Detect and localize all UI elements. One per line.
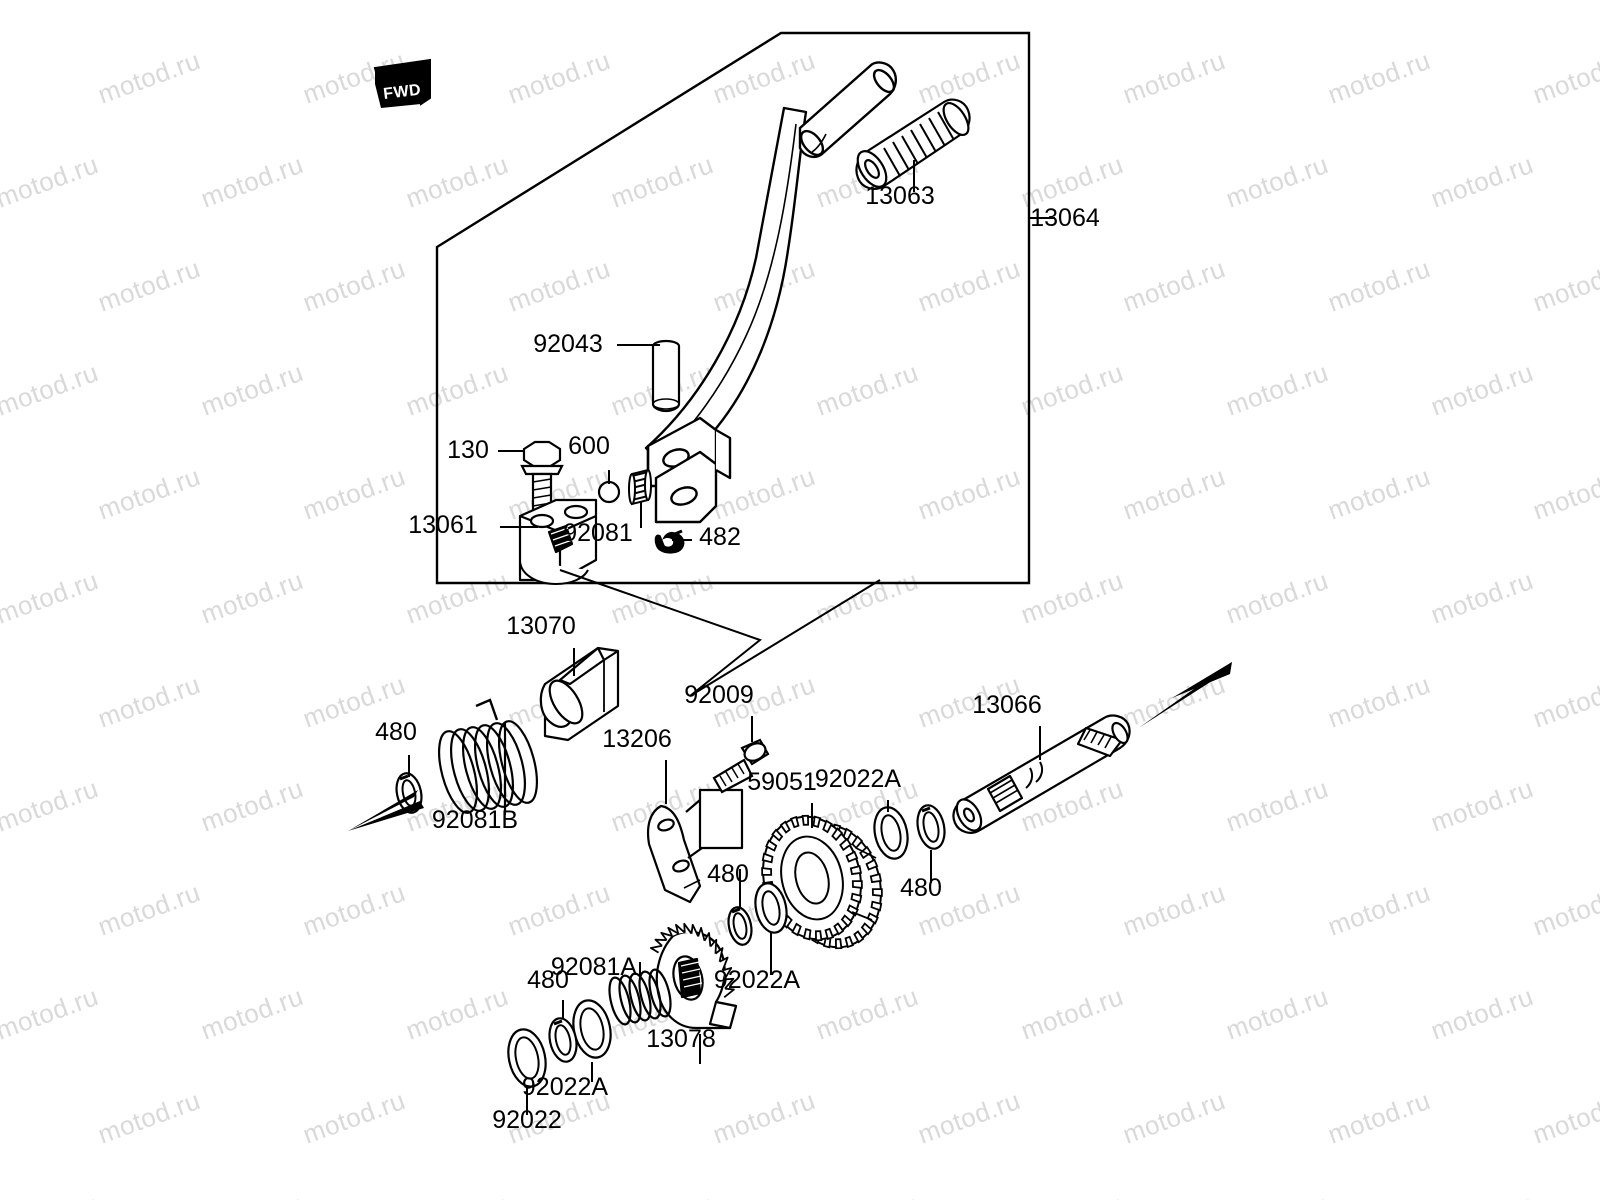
callout-label-washer[interactable]: 92022A (815, 765, 902, 793)
screw-92009 (712, 738, 770, 794)
fwd-marker-label: FWD (382, 81, 422, 102)
callout-label-detent-spring[interactable]: 92081 (563, 519, 633, 547)
group-box-13064 (435, 31, 1031, 585)
callout-label-flange-bolt[interactable]: 130 (447, 436, 489, 464)
callout-label-circlip[interactable]: 480 (900, 874, 942, 902)
split-bushing-13070 (539, 646, 620, 742)
pedal-holder-13061 (518, 498, 598, 585)
callout-label-washer[interactable]: 92022A (522, 1073, 609, 1101)
callout-label-ratchet-guide-plate[interactable]: 13206 (602, 725, 672, 753)
kickstarter-shaft-13066 (952, 714, 1131, 834)
e-clip-482 (654, 529, 685, 554)
kick-pedal-lever (644, 106, 808, 524)
callout-label-kickstarter-shaft[interactable]: 13066 (972, 691, 1042, 719)
washer-92022-bottom (507, 1028, 547, 1088)
callout-label-kick-pedal-assembly[interactable]: 13064 (1030, 204, 1100, 232)
circlip-480-lower-mid (754, 882, 788, 934)
callout-label-e-clip[interactable]: 482 (699, 523, 741, 551)
callout-label-split-bushing[interactable]: 13070 (506, 612, 576, 640)
callout-label-return-spring[interactable]: 92081B (432, 806, 518, 834)
callout-labels: 13063 13064 92043 130 600 13061 92081 482 13070 4… (375, 182, 1100, 1134)
fwd-marker-icon: FWD (373, 58, 431, 108)
circlip-480-small-mid (727, 906, 753, 946)
axis-arrow-right (1140, 662, 1232, 727)
circlip-480-bottom (548, 1017, 578, 1063)
callout-label-washer[interactable]: 92022A (714, 966, 801, 994)
callout-label-screw[interactable]: 92009 (684, 681, 754, 709)
ratchet-spring-92081A (608, 968, 672, 1026)
pedal-pivot-tube (798, 61, 898, 159)
ratchet-gear-13078 (649, 922, 738, 1030)
idler-gear-59051 (761, 814, 883, 950)
detent-spring-92081 (628, 468, 652, 506)
callout-label-idler-gear[interactable]: 59051 (747, 768, 817, 796)
axis-arrow-left (348, 790, 424, 831)
steel-ball-600 (597, 480, 621, 504)
washer-92022A-bottom (572, 999, 612, 1059)
washer-92022A-upper (873, 806, 909, 860)
callout-label-steel-ball[interactable]: 600 (568, 432, 610, 460)
callout-label-circlip[interactable]: 480 (375, 718, 417, 746)
callout-label-washer[interactable]: 92022 (492, 1106, 562, 1134)
pedal-rubber-13063 (855, 98, 971, 190)
circlip-480-upper (916, 804, 946, 850)
leader-lines (408, 160, 1055, 1115)
callout-label-pedal-rubber[interactable]: 13063 (865, 182, 935, 210)
callout-label-circlip[interactable]: 480 (707, 860, 749, 888)
callout-label-ratchet-spring[interactable]: 92081A (551, 953, 638, 981)
return-spring-92081B (438, 698, 538, 814)
callout-label-pedal-clamp-holder[interactable]: 13061 (408, 511, 478, 539)
callout-label-pin[interactable]: 92043 (533, 330, 603, 358)
callout-label-circlip[interactable]: 480 (527, 966, 569, 994)
pin-92043 (651, 339, 681, 413)
callout-label-ratchet-gear[interactable]: 13078 (646, 1025, 716, 1053)
